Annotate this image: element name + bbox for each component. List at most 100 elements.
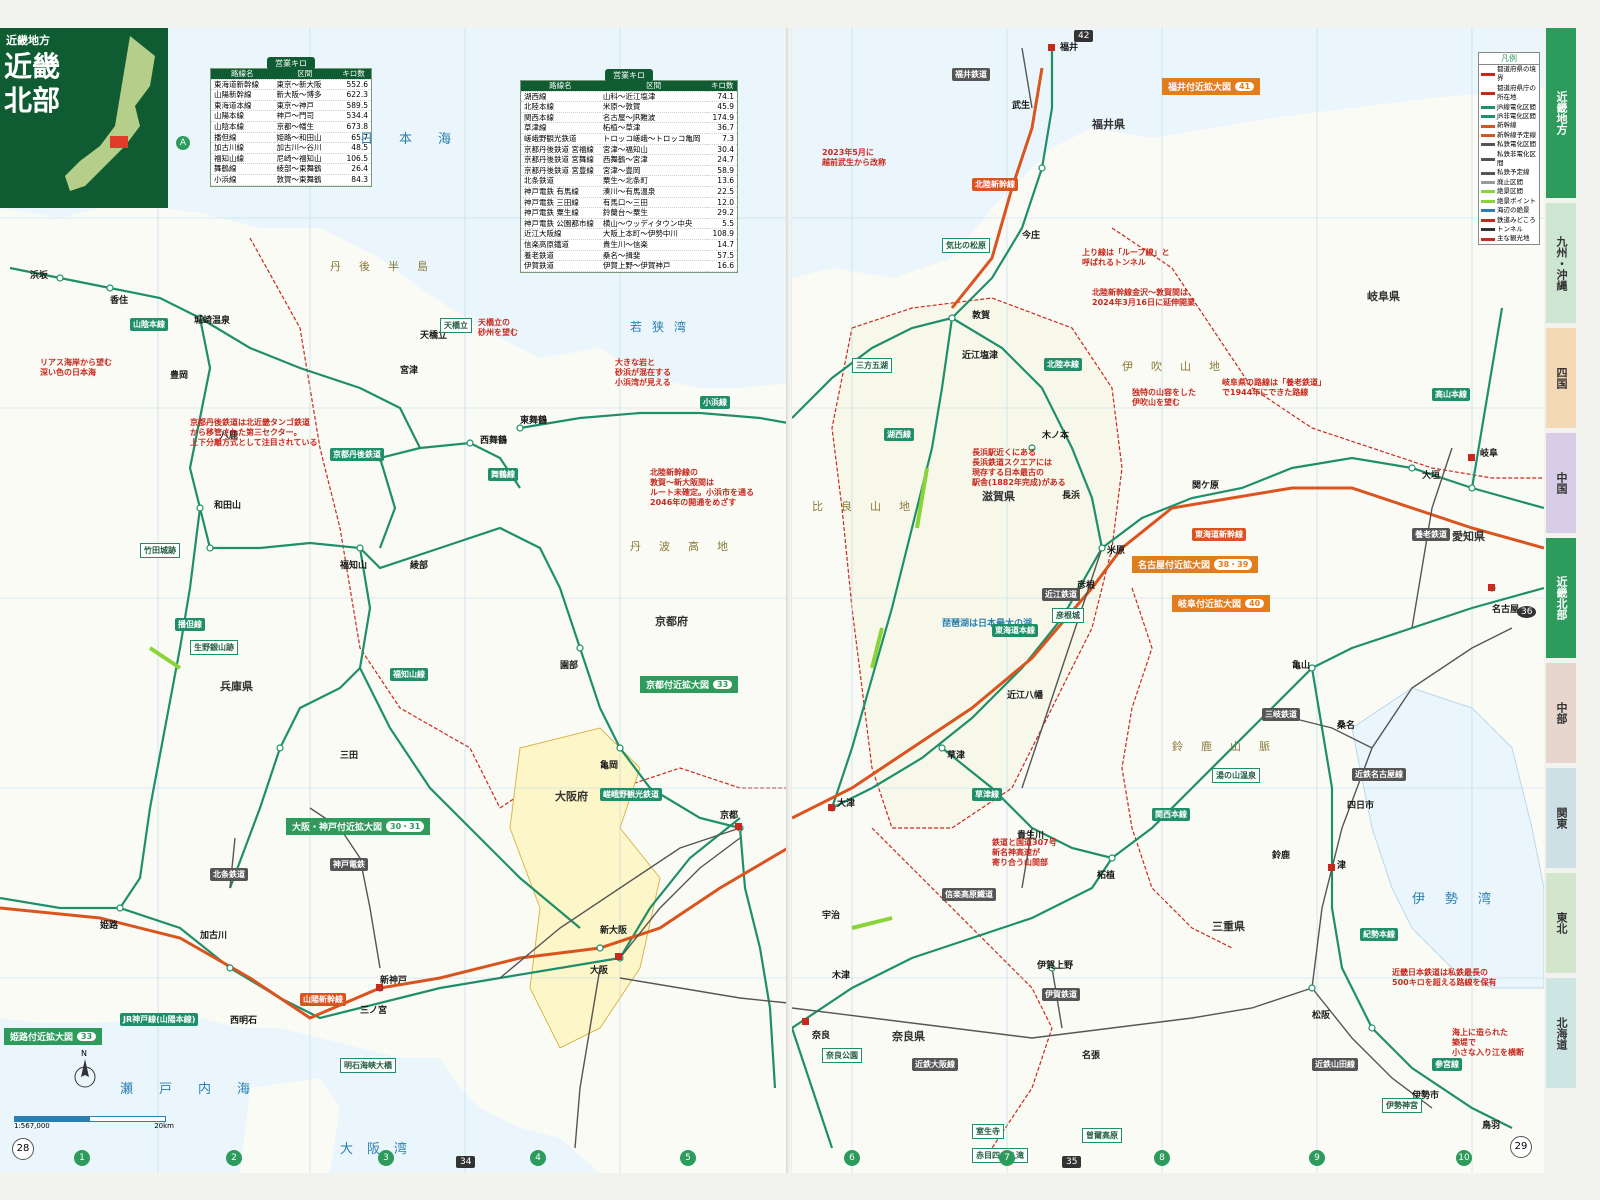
- route-name-cell: 京都丹後鉄道 宮豊線: [521, 165, 600, 177]
- compass-north: N: [81, 1049, 87, 1058]
- pref-label-fukui: 福井県: [1092, 118, 1125, 131]
- city-label: 新神戸: [380, 976, 408, 986]
- section-cell: 粟生〜北条町: [599, 175, 708, 187]
- tab-kyushu[interactable]: 九州・沖縄: [1546, 203, 1576, 323]
- distance-cell: 74.1: [707, 91, 737, 103]
- city-label: 関ケ原: [1192, 481, 1220, 491]
- rail-tokaido-shinkansen: [792, 486, 1544, 820]
- scenic-kizu: [851, 916, 893, 930]
- legend-swatch: [1481, 105, 1495, 109]
- route-name-cell: 近江大阪線: [521, 228, 600, 240]
- rail-shigaraki: [1021, 827, 1033, 889]
- inset-link-himeji[interactable]: 姫路付近拡大図 33: [4, 1028, 103, 1045]
- city-label: 長浜: [1062, 491, 1081, 501]
- legend-label: 都道府県庁の所在地: [1497, 83, 1536, 102]
- legend-label: 私鉄電化区間: [1497, 140, 1536, 149]
- inset-link-label: 大阪・神戸付近拡大図: [292, 823, 383, 833]
- terrain-ibuki: 伊吹山地: [1122, 360, 1238, 373]
- tab-chubu[interactable]: 中部: [1546, 663, 1576, 763]
- line-tag-shigaraki: 信楽高原鐵道: [942, 888, 996, 901]
- legend-label: 海辺の絶景: [1497, 206, 1530, 215]
- tab-tohoku[interactable]: 東北: [1546, 873, 1576, 973]
- tab-hokkaido[interactable]: 北海道: [1546, 978, 1576, 1088]
- legend-label: 新幹線: [1497, 121, 1517, 130]
- adjacent-page-bottom-left[interactable]: 34: [456, 1156, 476, 1168]
- grid-number: 3: [378, 1150, 394, 1166]
- line-tag-sanin: 山陰本線: [130, 318, 168, 331]
- route-name-cell: 山陽新幹線: [211, 89, 274, 101]
- tab-chugoku[interactable]: 中国: [1546, 433, 1576, 533]
- distance-cell: 65.7: [336, 132, 371, 144]
- tab-kinki-chiho[interactable]: 近畿地方: [1546, 28, 1576, 198]
- legend-swatch: [1481, 228, 1495, 232]
- adjacent-page-top[interactable]: 42: [1074, 30, 1094, 42]
- legend-label: 廃止区間: [1497, 177, 1523, 186]
- station-marker: [226, 964, 234, 972]
- inset-link-label: 福井付近拡大図: [1168, 83, 1232, 93]
- legend-swatch: [1481, 190, 1495, 194]
- city-label: 木津: [832, 971, 851, 981]
- adjacent-page-bottom-mid[interactable]: 35: [1062, 1156, 1082, 1168]
- legend-item: 海辺の絶景: [1479, 206, 1539, 215]
- tab-kanto[interactable]: 関東: [1546, 768, 1576, 868]
- rail-miyafuku: [378, 457, 397, 549]
- section-cell: 柘植〜草津: [599, 122, 708, 134]
- city-label: 四日市: [1347, 801, 1375, 811]
- distance-cell: 58.9: [707, 165, 737, 177]
- mie-border: [1121, 587, 1233, 949]
- station-marker: [1048, 964, 1056, 972]
- station-marker: [276, 744, 284, 752]
- section-cell: 東京〜新大阪: [273, 79, 337, 91]
- rail-kisei: [1310, 667, 1373, 1029]
- scale-bar: 1:567,000 20km: [14, 1116, 174, 1130]
- distance-cell: 30.4: [707, 144, 737, 156]
- city-label: 加古川: [200, 931, 228, 941]
- city-label: 和田山: [214, 501, 242, 511]
- city-label: 西舞鶴: [480, 436, 508, 446]
- spot-hikone-castle: 彦根城: [1052, 608, 1084, 623]
- legend-label: 絶景ポイント: [1497, 196, 1536, 205]
- legend-item: 新幹線: [1479, 121, 1539, 130]
- inset-link-osaka-kobe[interactable]: 大阪・神戸付近拡大図 30・31: [286, 818, 431, 835]
- tab-shikoku[interactable]: 四国: [1546, 328, 1576, 428]
- inset-link-fukui[interactable]: 福井付近拡大図 41: [1162, 78, 1261, 95]
- line-tag-tango: 京都丹後鉄道: [330, 448, 384, 461]
- scenic-kosei: [915, 467, 929, 529]
- line-tag-sangu: 参宮線: [1432, 1058, 1462, 1071]
- rail-sanin-west: [9, 266, 212, 549]
- terrain-hira: 比良山地: [812, 500, 928, 513]
- rail-kintetsu-yamada: [1311, 987, 1433, 1109]
- inset-link-gifu[interactable]: 岐阜付近拡大図 40: [1172, 595, 1271, 612]
- route-name-cell: 神戸電鉄 公園都市線: [521, 218, 600, 230]
- pref-label-gifu: 岐阜県: [1367, 290, 1400, 303]
- inset-link-kyoto[interactable]: 京都付近拡大図 33: [640, 676, 739, 693]
- distance-cell: 589.5: [336, 100, 371, 112]
- station-marker: [1038, 164, 1046, 172]
- station-marker: [106, 284, 114, 292]
- tab-kinki-hokubu[interactable]: 近畿北部: [1546, 538, 1576, 658]
- distance-cell: 174.9: [707, 112, 737, 124]
- grid-number: 1: [74, 1150, 90, 1166]
- distance-cell: 24.7: [707, 154, 737, 166]
- distance-cell: 5.5: [707, 218, 737, 230]
- sea-label-wakasa: 若狭湾: [630, 320, 697, 334]
- legend-swatch: [1481, 157, 1495, 161]
- distance-cell: 48.5: [336, 142, 371, 154]
- station-marker: [938, 744, 946, 752]
- distance-cell: 16.6: [707, 260, 737, 272]
- adjacent-page-right[interactable]: 36: [1517, 606, 1537, 618]
- annotation-yoro: 岐阜県の路線は「養老鉄道」 で1944年にできた路線: [1222, 378, 1326, 397]
- section-cell: 西舞鶴〜宮津: [599, 154, 708, 166]
- city-label: 名古屋: [1492, 605, 1520, 615]
- terrain-suzuka: 鈴鹿山脈: [1172, 740, 1288, 753]
- rail-hokuriku: [951, 48, 1054, 319]
- station-marker: [1308, 664, 1316, 672]
- region-name-line1: 近畿: [4, 50, 61, 83]
- city-label: 大津: [837, 799, 856, 809]
- line-tag-kintetsu-nagoya: 近鉄名古屋線: [1352, 768, 1406, 781]
- inset-link-nagoya[interactable]: 名古屋付近拡大図 38・39: [1132, 556, 1259, 573]
